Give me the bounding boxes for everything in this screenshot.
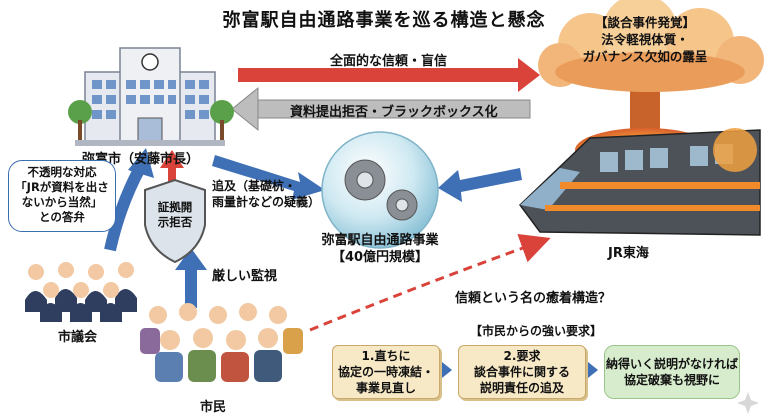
project-label-line-1: 弥富駅自由通路事業 — [321, 233, 439, 248]
speech-line-2: 「JRが資料を出さ — [15, 180, 109, 194]
speech-line-1: 不透明な対応 — [27, 165, 97, 179]
diagram-title: 弥富駅自由通路事業を巡る構造と懸念 — [222, 10, 546, 31]
pursuit-label-line-2: 雨量計などの疑義） — [212, 195, 321, 209]
citizens-label: 市民 — [200, 400, 227, 415]
shield-line-2: 示拒否 — [157, 215, 193, 229]
jr-to-project-arrow — [438, 168, 522, 202]
council-label: 市議会 — [58, 330, 98, 345]
shield-line-1: 証拠開 — [157, 200, 193, 214]
city-hall-building — [68, 47, 234, 146]
project-label: 弥富駅自由通路事業 【40億円規模】 — [305, 232, 455, 266]
shield-icon — [144, 178, 206, 264]
refusal-arrow-label: 資料提出拒否・ブラックボックス化 — [290, 105, 498, 120]
demand-step-2-line-1: 2.要求 — [503, 349, 541, 363]
demand-step-1: 1.直ちに 協定の一時凍結・ 事業見直し — [332, 345, 440, 399]
project-sphere — [321, 131, 439, 249]
shield-up-arrow — [160, 150, 184, 190]
citizens-crowd — [140, 303, 303, 382]
council-members — [25, 262, 137, 322]
speech-bubble: 不透明な対応 「JRが資料を出さ ないから当然」 との答弁 — [8, 160, 116, 232]
explosion-line-1: 【談合事件発覚】 — [594, 15, 695, 30]
collusion-label: 信頼という名の癒着構造？ — [455, 291, 612, 306]
jr-label: JR東海 — [608, 246, 649, 261]
explosion-line-2: 法令軽視体質・ — [601, 32, 689, 47]
refusal-arrow — [231, 86, 531, 132]
sparkle-icon — [737, 392, 759, 414]
demand-flow-arrows — [442, 362, 598, 378]
trust-arrow-label: 全面的な信頼・盲信 — [330, 54, 448, 69]
demand-step-3-line-2: 協定破棄も視野に — [623, 373, 720, 387]
speech-line-3: ないから当然」 — [21, 195, 103, 209]
pursuit-label-line-1: 追及（基礎杭・ — [212, 179, 297, 193]
explosion-line-3: ガバナンス欠如の露呈 — [582, 49, 708, 64]
gear-icon — [344, 159, 418, 221]
trust-arrow — [238, 58, 540, 92]
demand-step-1-line-1: 1.直ちに — [361, 349, 411, 363]
demand-step-1-line-3: 事業見直し — [355, 381, 416, 395]
train-illustration — [519, 128, 761, 236]
monitor-arrow — [175, 248, 207, 308]
pursuit-arrow — [212, 155, 325, 200]
speech-line-4: との答弁 — [39, 210, 85, 224]
demand-step-2: 2.要求 談合事件に関する 説明責任の追及 — [458, 345, 586, 399]
shield-text: 証拠開 示拒否 — [152, 200, 198, 230]
demand-step-1-line-2: 協定の一時凍結・ — [337, 365, 434, 379]
project-label-line-2: 【40億円規模】 — [331, 250, 429, 265]
pursuit-label: 追及（基礎杭・ 雨量計などの疑義） — [212, 178, 320, 210]
council-arrow — [104, 148, 154, 252]
demands-header: 【市民からの強い要求】 — [470, 324, 603, 338]
explosion-text: 【談合事件発覚】 法令軽視体質・ ガバナンス欠如の露呈 — [580, 14, 710, 65]
demand-step-3-line-1: 納得いく説明がなければ — [605, 357, 738, 371]
monitor-label: 厳しい監視 — [212, 269, 278, 284]
collusion-arrow — [309, 234, 551, 332]
demand-step-3: 納得いく説明がなければ 協定破棄も視野に — [604, 345, 740, 399]
demand-step-2-line-2: 談合事件に関する — [473, 365, 570, 379]
demand-step-2-line-3: 説明責任の追及 — [479, 381, 564, 395]
